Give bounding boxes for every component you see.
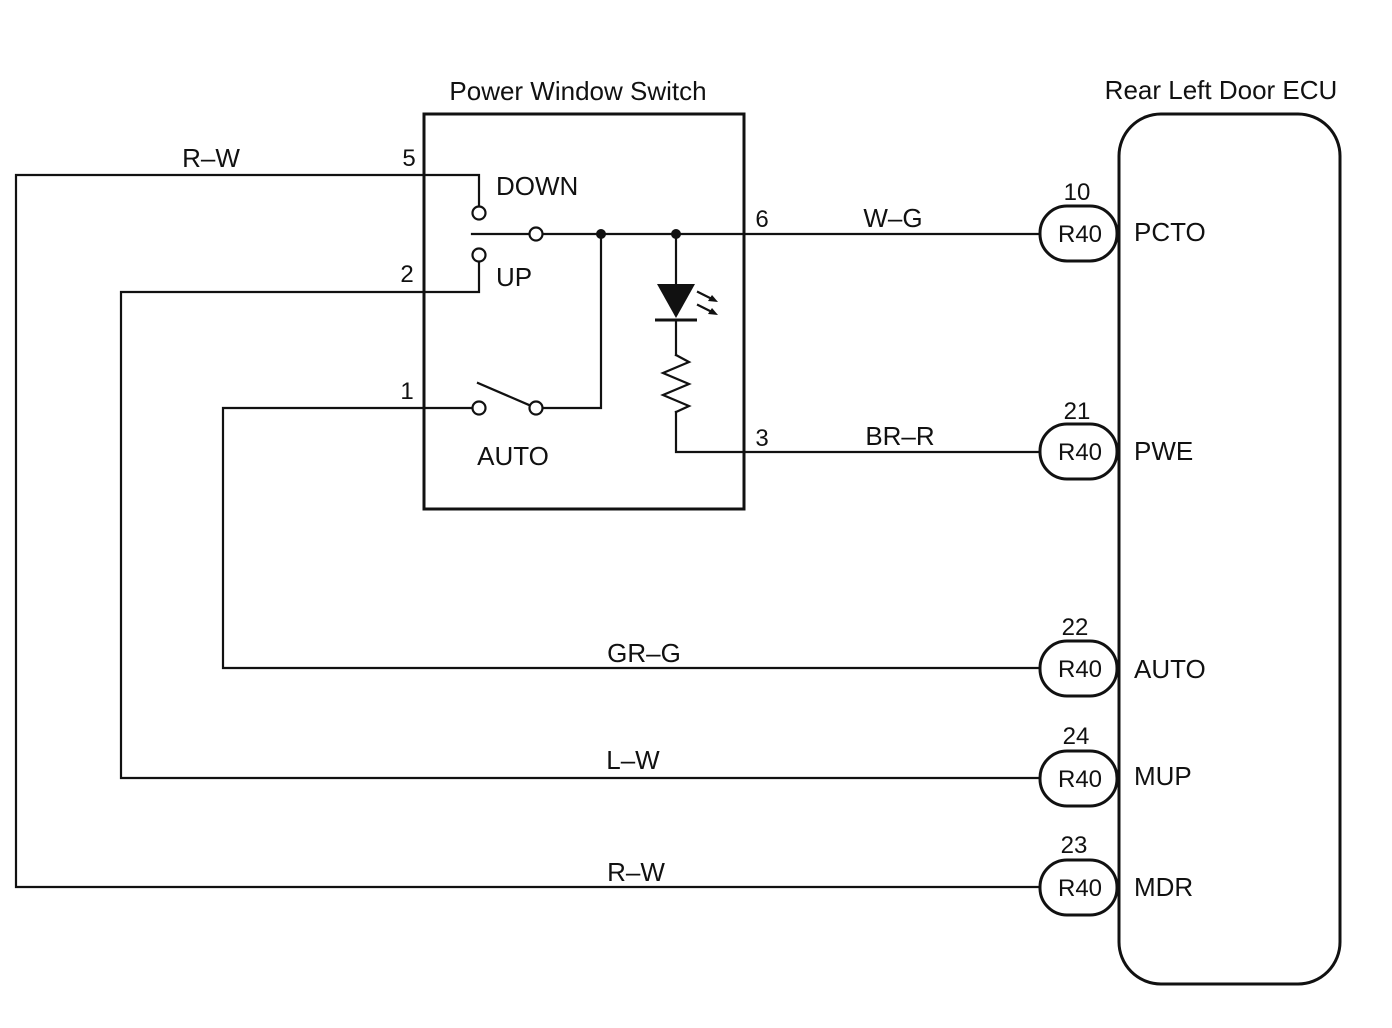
terminal-pin: 10 <box>1064 179 1091 206</box>
switch-label-down: DOWN <box>496 171 578 201</box>
terminal-mup: R40 24 MUP <box>1038 723 1192 808</box>
resistor-icon <box>660 353 692 414</box>
common-contact <box>528 226 544 242</box>
pin-1: 1 <box>400 378 413 405</box>
wire-label-mdr: R–W <box>607 857 665 887</box>
connector-id: R40 <box>1058 766 1102 793</box>
terminal-pin: 21 <box>1064 398 1091 425</box>
auto-contact-right <box>528 400 544 416</box>
light-emission-icon <box>696 290 718 315</box>
auto-return-wire <box>541 232 603 410</box>
pin-2: 2 <box>400 261 413 288</box>
terminal-name: PWE <box>1134 436 1193 466</box>
wire-rw-top <box>14 173 1042 889</box>
terminal-pcto: R40 10 PCTO <box>1038 179 1206 263</box>
auto-switch-blade <box>476 381 531 407</box>
pin-6: 6 <box>755 206 768 233</box>
terminal-pwe: R40 21 PWE <box>1038 398 1193 481</box>
pin-5: 5 <box>402 145 415 172</box>
connector-id: R40 <box>1058 221 1102 248</box>
terminal-name: AUTO <box>1134 654 1206 684</box>
terminal-pin: 24 <box>1063 723 1090 750</box>
ecu-box <box>1117 112 1342 986</box>
terminal-pin: 22 <box>1062 614 1089 641</box>
auto-contact-left <box>471 400 487 416</box>
led-icon <box>657 284 695 318</box>
wire-lw <box>119 260 1042 780</box>
terminal-name: MDR <box>1134 872 1193 902</box>
wire-label-rw-top: R–W <box>182 143 240 173</box>
terminal-pin: 23 <box>1061 832 1088 859</box>
switch-label-auto: AUTO <box>477 441 549 471</box>
wire-label-mup: L–W <box>606 745 660 775</box>
resistor-to-pin3-wire <box>674 410 1042 454</box>
connector-id: R40 <box>1058 439 1102 466</box>
switch-box <box>422 112 746 511</box>
wire-label-pcto: W–G <box>863 203 922 233</box>
terminal-mdr: R40 23 MDR <box>1038 832 1193 917</box>
terminal-name: MUP <box>1134 761 1192 791</box>
wire-label-pwe: BR–R <box>865 421 934 451</box>
terminal-auto: R40 22 AUTO <box>1038 614 1206 698</box>
terminal-name: PCTO <box>1134 217 1206 247</box>
wire-grg <box>221 406 1042 670</box>
pin-3: 3 <box>755 425 768 452</box>
switch-label-up: UP <box>496 262 532 292</box>
down-contact <box>471 205 487 221</box>
ecu-title: Rear Left Door ECU <box>1105 75 1338 105</box>
connector-id: R40 <box>1058 656 1102 683</box>
up-contact <box>471 247 487 263</box>
connector-id: R40 <box>1058 875 1102 902</box>
switch-title: Power Window Switch <box>449 76 706 106</box>
wire-label-auto: GR–G <box>607 638 681 668</box>
